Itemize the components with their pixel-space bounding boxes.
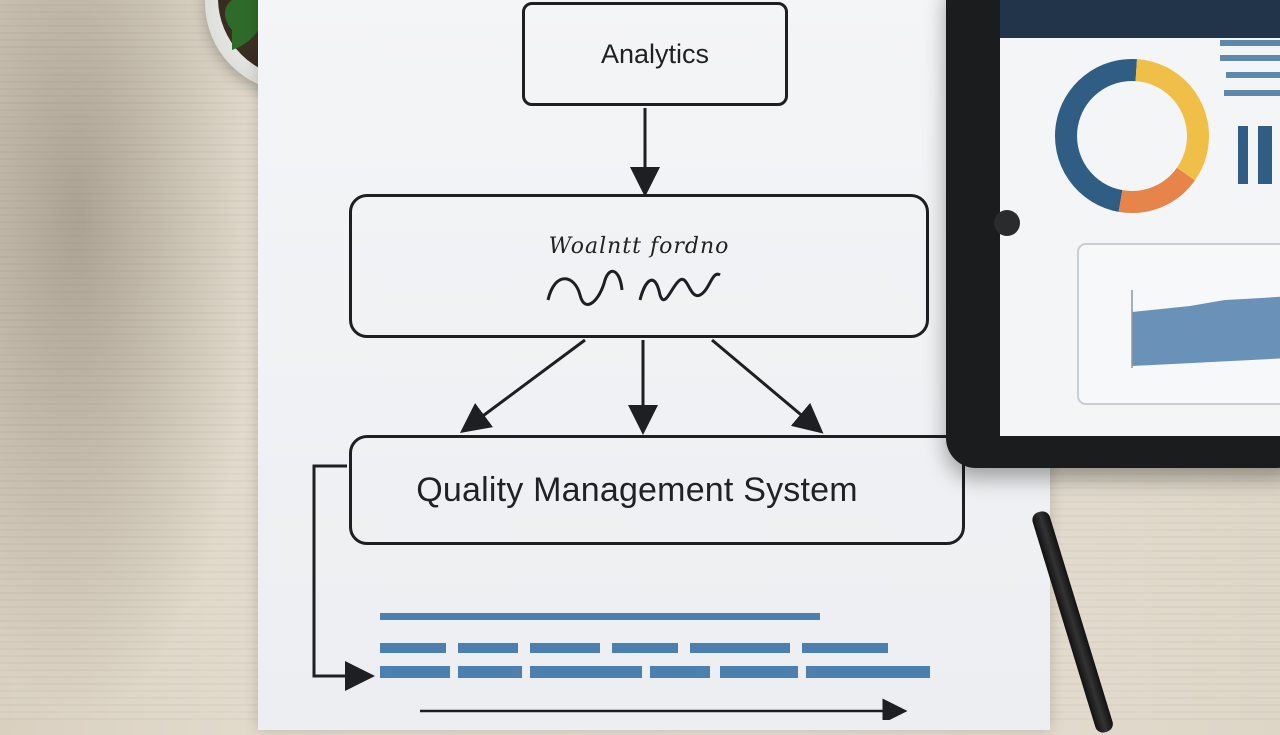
handwritten-wave bbox=[546, 269, 721, 306]
handwritten-scribble: Woalntt fordno bbox=[548, 233, 730, 259]
analytics-box: Analytics bbox=[522, 2, 788, 106]
arrow-middle-right bbox=[711, 338, 824, 434]
qms-label: Quality Management System bbox=[416, 470, 858, 509]
desk-shadow bbox=[0, 0, 260, 720]
arrow-middle-left bbox=[459, 338, 586, 433]
analytics-label: Analytics bbox=[600, 38, 710, 69]
placeholder-text-lines bbox=[380, 613, 930, 678]
tablet-area-chart bbox=[1132, 296, 1280, 366]
diagram-connectors bbox=[312, 108, 930, 720]
donut-chart bbox=[1055, 59, 1209, 213]
tablet-camera bbox=[994, 210, 1020, 236]
tablet-dashboard bbox=[1000, 0, 1280, 405]
paper-sheet bbox=[258, 0, 1050, 730]
tablet-legend bbox=[1220, 40, 1280, 184]
side-bracket-arrow bbox=[312, 464, 375, 691]
qms-box: Quality Management System bbox=[349, 435, 965, 545]
